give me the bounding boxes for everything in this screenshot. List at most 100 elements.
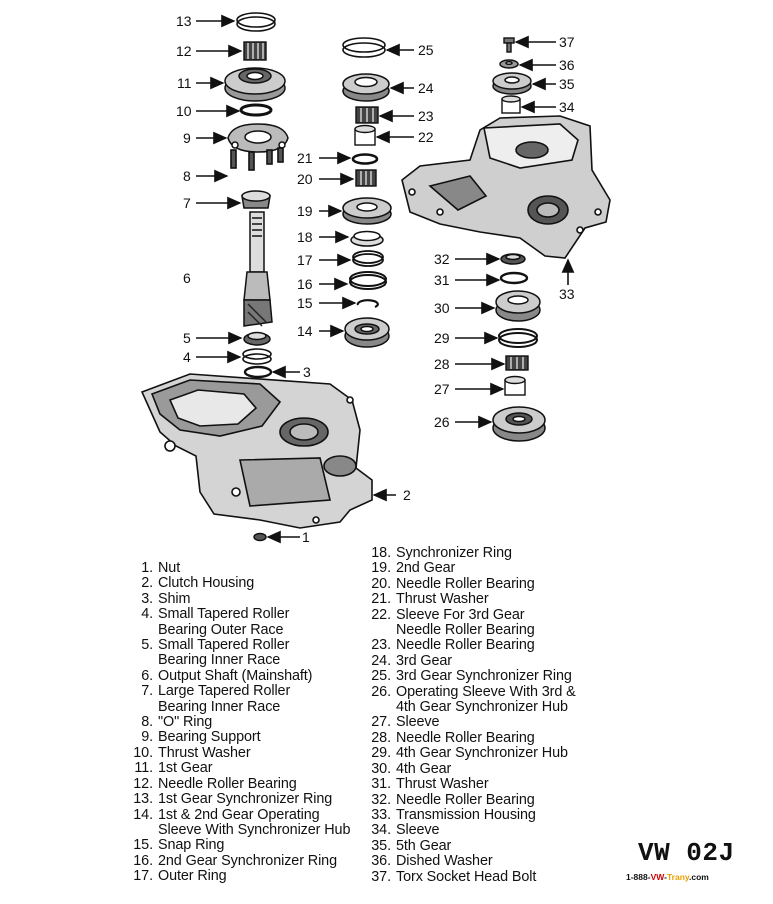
part-18-sync-ring	[350, 230, 384, 247]
legend-number: 21.	[371, 591, 391, 608]
legend-text-wrap: Outer Ring	[158, 868, 227, 884]
legend-text-wrap: 3rd Gear	[396, 653, 452, 669]
legend-number: 26.	[371, 683, 391, 700]
legend-text-wrap: Needle Roller Bearing	[396, 792, 535, 808]
legend-item: 11.1st Gear	[128, 760, 350, 777]
legend-item: 28.Needle Roller Bearing	[366, 730, 576, 746]
part-7-bearing-inner-race	[241, 190, 271, 209]
legend-text-wrap: Output Shaft (Mainshaft)	[158, 668, 312, 684]
legend-number: 29.	[371, 745, 391, 762]
legend-item: 15.Snap Ring	[128, 837, 350, 854]
legend-number: 36.	[371, 853, 391, 870]
callout-8: 8	[183, 168, 191, 184]
legend-text: 2nd Gear	[396, 560, 456, 577]
legend-text-wrap: 3rd Gear Synchronizer Ring	[396, 668, 572, 685]
legend-text: 3rd Gear Synchronizer Ring	[396, 668, 572, 685]
legend-text: Small Tapered Roller	[158, 606, 290, 623]
legend-number: 2.	[141, 575, 153, 592]
part-11-gear	[224, 67, 286, 102]
callout-14: 14	[297, 323, 313, 339]
legend-number: 15.	[133, 837, 153, 854]
legend-item: 9.Bearing Support	[128, 729, 350, 746]
callout-29: 29	[434, 330, 450, 346]
legend-item: 10.Thrust Washer	[128, 745, 350, 761]
legend-number: 5.	[141, 637, 153, 654]
legend-text-wrap: Clutch Housing	[158, 575, 255, 592]
legend-text: Sleeve	[396, 714, 440, 731]
legend-number: 8.	[141, 714, 153, 731]
legend-text-continued: Needle Roller Bearing	[396, 622, 535, 639]
legend-text-continued: Sleeve With Synchronizer Hub	[158, 821, 351, 838]
legend-text: 1st Gear Synchronizer Ring	[158, 791, 333, 808]
legend-number: 13.	[133, 791, 153, 808]
legend-text: Needle Roller Bearing	[396, 575, 535, 592]
legend-number: 33.	[371, 806, 391, 823]
legend-text-wrap: Needle Roller Bearing	[396, 575, 535, 592]
part-32-needle-bearing	[500, 253, 526, 265]
legend-text-wrap: Operating Sleeve With 3rd &4th Gear Sync…	[396, 684, 576, 716]
part-21-thrust-washer	[351, 153, 379, 165]
callout-26: 26	[434, 414, 450, 430]
callout-22: 22	[418, 129, 434, 145]
legend-item: 30.4th Gear	[366, 761, 576, 777]
legend-text: Bearing Support	[158, 729, 261, 746]
exploded-view-diagram: 13 12 11 10 9 8 7 6 5 4 3 2 1 21 20 19 1…	[140, 12, 611, 545]
phone-suffix: .com	[689, 872, 709, 882]
callout-13: 13	[176, 13, 192, 29]
legend-number: 19.	[371, 560, 391, 577]
part-28-needle-bearing	[505, 355, 529, 371]
legend-text: 5th Gear	[396, 837, 452, 854]
legend-item: 3.Shim	[128, 590, 350, 607]
legend-number: 11.	[134, 760, 153, 777]
legend-text-wrap: Torx Socket Head Bolt	[396, 869, 536, 885]
legend-text: "O" Ring	[158, 714, 213, 731]
part-23-needle-bearing	[355, 106, 379, 124]
legend-number: 1.	[141, 560, 153, 576]
legend-item: 2. Clutch Housing	[128, 575, 350, 592]
model-title: VW 02J	[638, 838, 735, 868]
legend-item: 37.Torx Socket Head Bolt	[366, 869, 576, 885]
legend-item: 6. Output Shaft (Mainshaft)	[128, 667, 350, 684]
legend-text-wrap: Synchronizer Ring	[396, 545, 512, 561]
callout-12: 12	[176, 43, 192, 59]
legend-text-wrap: Sleeve	[396, 714, 440, 731]
legend-item: 19. 2nd Gear	[366, 560, 576, 577]
legend-text-wrap: Shim	[158, 590, 191, 607]
callout-25: 25	[418, 42, 434, 58]
part-13-ring	[236, 12, 276, 32]
legend-number: 6.	[141, 667, 153, 684]
legend-text: Thrust Washer	[396, 776, 489, 793]
legend-text: Shim	[158, 590, 191, 607]
part-8-o-ring-studs	[230, 147, 284, 171]
part-4-bearing-outer-race	[242, 348, 272, 365]
legend-number: 24.	[371, 652, 391, 669]
legend-number: 35.	[371, 837, 391, 854]
legend-number: 14.	[133, 806, 153, 823]
callout-2: 2	[403, 487, 411, 503]
callout-10: 10	[176, 103, 192, 119]
legend-number: 22.	[371, 606, 391, 623]
legend-number: 16.	[133, 852, 153, 869]
legend-text-wrap: Nut	[158, 560, 180, 576]
callout-33: 33	[559, 286, 575, 302]
part-16-sync-ring	[349, 271, 387, 290]
legend-text-continued: 4th Gear Synchronizer Hub	[396, 699, 568, 716]
part-9-bearing-support	[227, 123, 289, 153]
part-34-sleeve	[501, 95, 521, 114]
legend-text: Small Tapered Roller	[158, 637, 290, 654]
legend-number: 23.	[371, 637, 391, 654]
legend-text-wrap: Needle Roller Bearing	[158, 776, 297, 792]
legend-text: Clutch Housing	[158, 575, 255, 592]
part-20-needle-bearing	[355, 169, 377, 187]
callout-30: 30	[434, 300, 450, 316]
callout-5: 5	[183, 330, 191, 346]
legend-text-wrap: 2nd Gear Synchronizer Ring	[158, 853, 337, 869]
legend-text: Large Tapered Roller	[158, 683, 291, 700]
legend-item: 23.Needle Roller Bearing	[366, 637, 576, 654]
